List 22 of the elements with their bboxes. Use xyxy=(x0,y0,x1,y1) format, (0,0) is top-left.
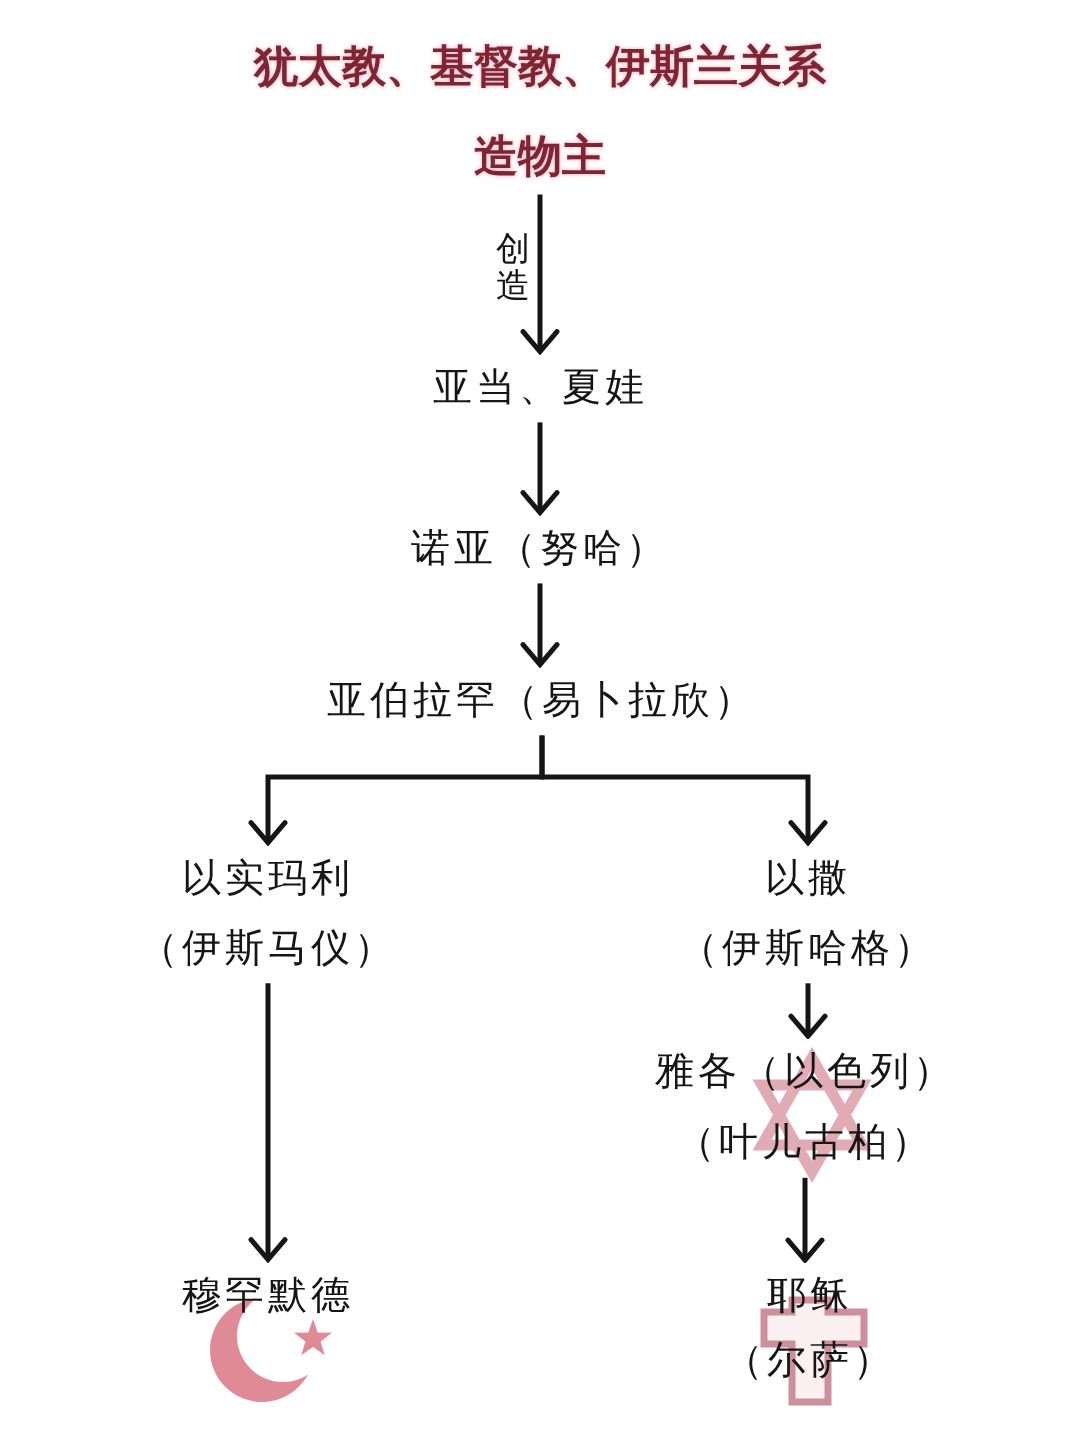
name-label: （伊斯哈格） xyxy=(679,924,937,972)
arrow xyxy=(520,422,560,516)
name-label: 以实玛利 xyxy=(182,854,354,902)
name-label: 穆罕默德 xyxy=(182,1271,354,1319)
name-label: 耶稣 xyxy=(767,1272,853,1319)
arrow xyxy=(785,1177,825,1263)
arrow xyxy=(520,583,560,668)
name-label: 雅各（以色列） xyxy=(654,1048,956,1095)
arrow xyxy=(788,983,828,1039)
name-label: 亚当、夏娃 xyxy=(432,363,648,411)
name-label: 造物主 xyxy=(474,129,606,183)
name-label: （叶儿古柏） xyxy=(676,1119,934,1166)
edge-label: 创造 xyxy=(496,229,530,305)
arrow xyxy=(539,735,828,846)
arrow xyxy=(248,983,288,1263)
name-label: （伊斯马仪） xyxy=(139,924,397,972)
name-label: （尔萨） xyxy=(724,1337,896,1384)
title: 犹太教、基督教、伊斯兰关系 xyxy=(254,39,826,93)
name-label: 诺亚（努哈） xyxy=(411,524,669,572)
name-label: 以撒 xyxy=(765,854,851,902)
arrow xyxy=(520,194,560,355)
name-label: 亚伯拉罕（易卜拉欣） xyxy=(327,676,757,724)
